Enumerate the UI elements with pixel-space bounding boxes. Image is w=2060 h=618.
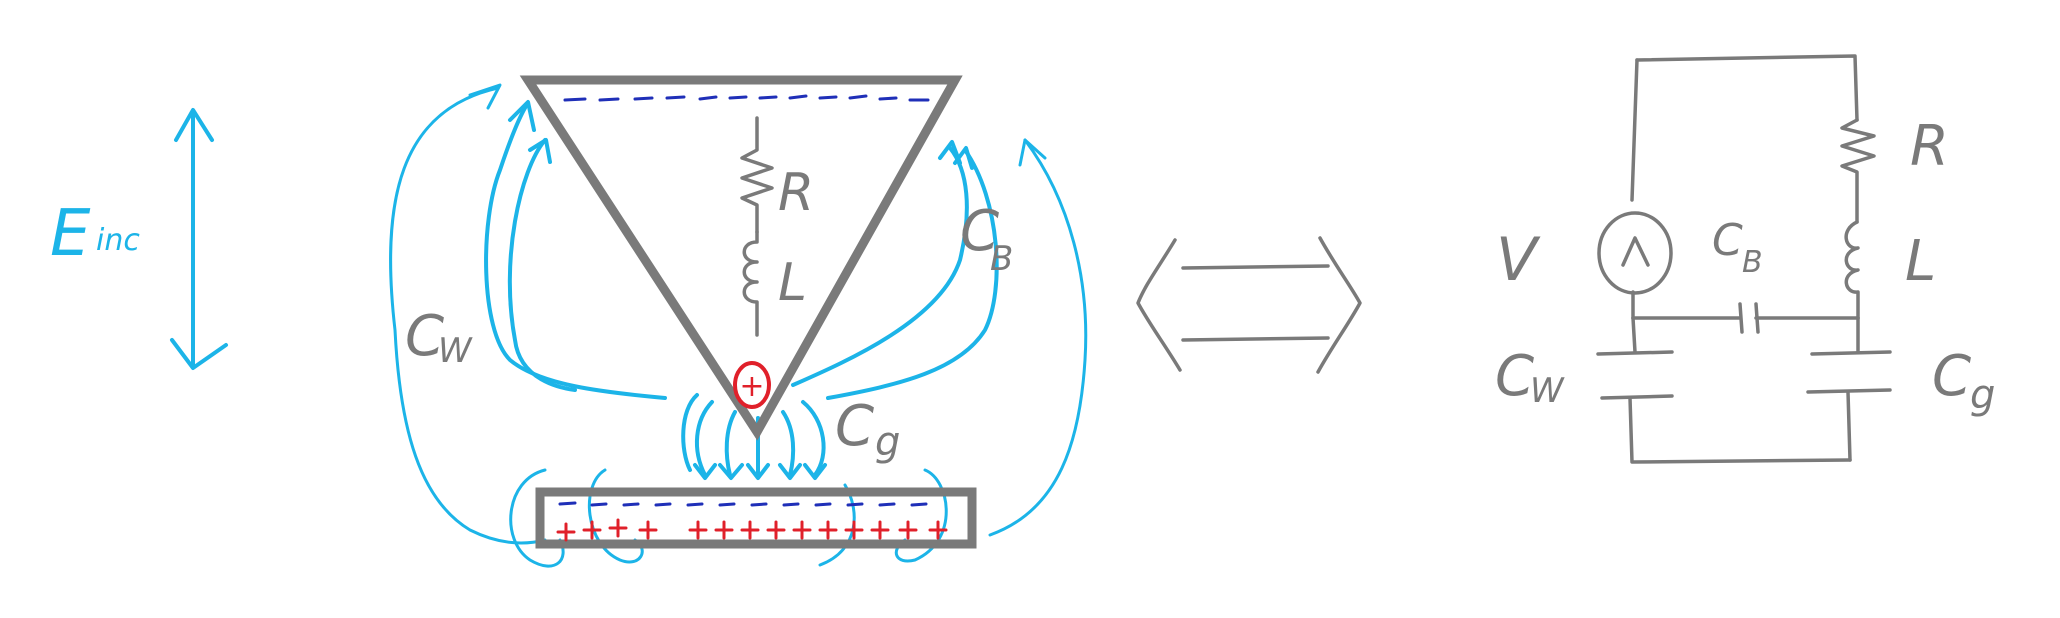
fringe-loop-3 [818, 483, 856, 567]
circuit-gap-capacitance-label: C [1932, 344, 1971, 409]
circuit-bridge-capacitor [1631, 302, 1860, 334]
circuit-resistor [1840, 118, 1876, 224]
equivalent-circuit [1596, 54, 1892, 464]
tip-triangle [519, 75, 963, 441]
wire-capacitance-label: C [405, 304, 444, 369]
field-line-wire-right [988, 138, 1088, 537]
gap-field-line-4 [781, 410, 796, 477]
field-line-right-2 [791, 146, 969, 387]
circuit-wire-capacitance-subscript: W [1530, 371, 1565, 411]
field-line-wire-left [389, 86, 547, 545]
tip-inductor-label: L [778, 253, 807, 313]
circuit-wire-capacitor [1596, 350, 1674, 400]
tip-resistor [740, 116, 774, 234]
bridge-capacitance-label: C [960, 199, 999, 264]
circuit-gap-capacitor [1806, 350, 1892, 394]
circuit-inductor [1844, 220, 1860, 320]
circuit-bridge-capacitance-label: C [1712, 215, 1743, 266]
gap-field-line-2 [724, 410, 737, 477]
field-line-left-2 [507, 138, 577, 392]
field-lines [389, 83, 1088, 568]
bridge-capacitance-subscript: B [990, 239, 1013, 279]
circuit-inductor-label: L [1905, 229, 1936, 294]
gap-field-line-1 [694, 400, 714, 477]
gap-field-line-6 [681, 393, 699, 472]
incident-field-arrow [170, 108, 228, 370]
tip-inductor [742, 230, 759, 337]
substrate-negative-charges [558, 501, 928, 507]
field-line-left-1 [484, 101, 667, 400]
fringe-loop-1 [509, 468, 565, 568]
double-arrow-icon [1136, 236, 1362, 374]
substrate-positive-charges [556, 518, 948, 542]
fringe-loop-4 [894, 468, 948, 563]
incident-field-subscript: inc [96, 223, 140, 258]
gap-capacitance-subscript: g [875, 419, 900, 465]
circuit-bridge-capacitance-subscript: B [1742, 245, 1763, 280]
circuit-wire-capacitance-label: C [1495, 344, 1534, 409]
substrate-bar [535, 487, 977, 549]
circuit-source-symbol [1621, 236, 1650, 267]
circuit-gap-capacitance-subscript: g [1970, 372, 1995, 418]
gap-field-line-5 [801, 400, 826, 477]
tip-positive-charge-icon: + [733, 361, 771, 409]
wire-capacitance-subscript: W [438, 331, 473, 371]
circuit-source [1597, 211, 1673, 295]
incident-field-label: E [50, 197, 91, 271]
field-line-right-1 [826, 148, 999, 400]
triangle-negative-charges [563, 94, 930, 102]
tip-resistor-label: R [778, 163, 814, 223]
circuit-resistor-label: R [1910, 114, 1949, 179]
svg-text:+: + [739, 369, 764, 404]
gap-capacitance-label: C [835, 394, 874, 459]
circuit-source-label: V [1496, 225, 1541, 295]
